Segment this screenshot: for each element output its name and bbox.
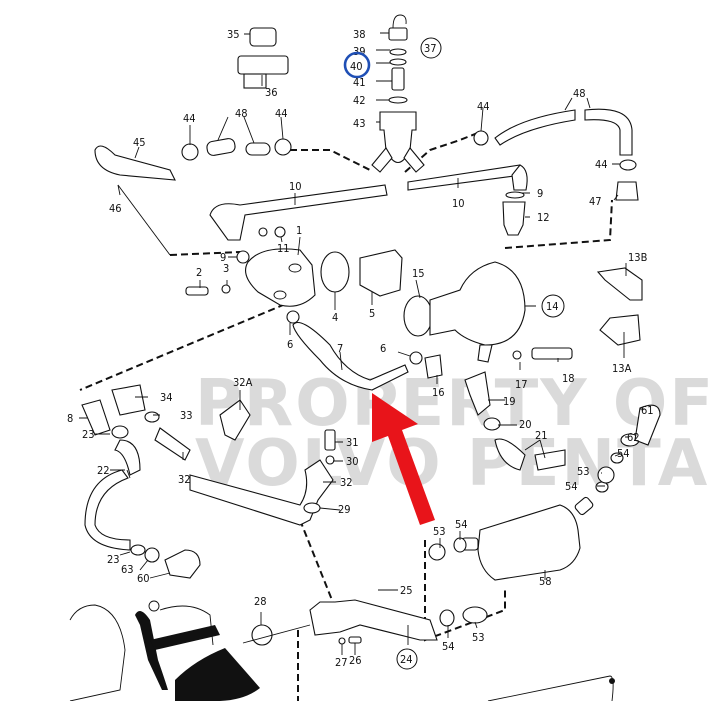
callout-38[interactable]: 38 [353, 28, 366, 41]
callout-23-b[interactable]: 23 [107, 553, 120, 566]
callout-54-a[interactable]: 54 [455, 518, 468, 531]
callout-48-a[interactable]: 48 [235, 107, 248, 120]
callout-58[interactable]: 58 [539, 575, 552, 588]
highlight-circle-40 [343, 51, 371, 79]
callout-21[interactable]: 21 [535, 429, 548, 442]
callout-7[interactable]: 7 [337, 342, 343, 355]
callout-13A[interactable]: 13A [612, 362, 632, 375]
lower-left-hoses [81, 384, 201, 579]
callout-44-c[interactable]: 44 [477, 100, 490, 113]
callout-48-b[interactable]: 48 [573, 87, 586, 100]
manifold-32 [189, 399, 336, 526]
callout-10-b[interactable]: 10 [452, 197, 465, 210]
callout-1[interactable]: 1 [296, 224, 302, 237]
callout-10-a[interactable]: 10 [289, 180, 302, 193]
callout-40[interactable]: 40 [350, 60, 363, 73]
tail-tube [487, 675, 615, 701]
callout-36[interactable]: 36 [265, 86, 278, 99]
callout-14[interactable]: 14 [546, 300, 559, 313]
callout-45[interactable]: 45 [133, 136, 146, 149]
callout-16[interactable]: 16 [432, 386, 445, 399]
circle-37 [420, 37, 442, 59]
callout-31[interactable]: 31 [346, 436, 359, 449]
callout-44-b[interactable]: 44 [275, 107, 288, 120]
muffler-58 [428, 404, 661, 581]
callout-35[interactable]: 35 [227, 28, 240, 41]
callout-25[interactable]: 25 [400, 584, 413, 597]
callout-6-a[interactable]: 6 [287, 338, 293, 351]
callout-60[interactable]: 60 [137, 572, 150, 585]
watermark-line1: PROPERTY OF [195, 367, 714, 441]
callout-13B[interactable]: 13B [628, 251, 648, 264]
callout-4[interactable]: 4 [332, 311, 338, 324]
callout-24[interactable]: 24 [400, 653, 413, 666]
callout-19[interactable]: 19 [503, 395, 516, 408]
callout-54-d[interactable]: 54 [565, 480, 578, 493]
callout-37[interactable]: 37 [424, 42, 437, 55]
callout-9-a[interactable]: 9 [220, 251, 226, 264]
callout-26[interactable]: 26 [349, 654, 362, 667]
part-35-36-tee [237, 27, 289, 89]
callout-23-a[interactable]: 23 [82, 428, 95, 441]
callout-34[interactable]: 34 [160, 391, 173, 404]
callout-54-c[interactable]: 54 [617, 447, 630, 460]
callout-17[interactable]: 17 [515, 378, 528, 391]
engine-silhouette [69, 600, 260, 701]
callout-28[interactable]: 28 [254, 595, 267, 608]
exhaust-elbow-24 [242, 599, 488, 646]
callout-44-a[interactable]: 44 [183, 112, 196, 125]
callout-30[interactable]: 30 [346, 455, 359, 468]
callout-9-b[interactable]: 9 [537, 187, 543, 200]
callout-5[interactable]: 5 [369, 307, 375, 320]
callout-62[interactable]: 62 [627, 431, 640, 444]
callout-2[interactable]: 2 [196, 266, 202, 279]
callout-53-a[interactable]: 53 [433, 525, 446, 538]
callout-41[interactable]: 41 [353, 76, 366, 89]
circle-14 [541, 294, 565, 318]
callout-42[interactable]: 42 [353, 94, 366, 107]
leader-lines [79, 32, 645, 655]
hose-7 [292, 321, 443, 391]
part-38-43-stack [371, 14, 425, 173]
brackets-13 [596, 267, 643, 346]
callout-44-d[interactable]: 44 [595, 158, 608, 171]
circle-24 [396, 648, 418, 670]
callout-15[interactable]: 15 [412, 267, 425, 280]
callout-29[interactable]: 29 [338, 503, 351, 516]
pump-14 [403, 261, 573, 363]
callout-labels: 35 36 38 39 40 41 42 43 37 44 48 44 45 4… [67, 28, 654, 670]
part-12 [502, 191, 526, 236]
callout-11[interactable]: 11 [277, 242, 290, 255]
callout-61[interactable]: 61 [641, 404, 654, 417]
elbow-19-21 [464, 371, 566, 471]
callout-6-b[interactable]: 6 [380, 342, 386, 355]
arrow-icon [372, 393, 435, 525]
pipe-10 [209, 164, 528, 241]
red-arrow [372, 393, 435, 525]
hoses-top [94, 108, 639, 201]
callout-20[interactable]: 20 [519, 418, 532, 431]
callout-32-a[interactable]: 32 [178, 473, 191, 486]
callout-32-b[interactable]: 32 [340, 476, 353, 489]
callout-47[interactable]: 47 [589, 195, 602, 208]
callout-53-c[interactable]: 53 [472, 631, 485, 644]
callout-54-b[interactable]: 54 [442, 640, 455, 653]
callout-12[interactable]: 12 [537, 211, 550, 224]
callout-46[interactable]: 46 [109, 202, 122, 215]
thermostat-4-5 [320, 249, 403, 297]
callout-27[interactable]: 27 [335, 656, 348, 669]
callout-22[interactable]: 22 [97, 464, 110, 477]
callout-8[interactable]: 8 [67, 412, 73, 425]
callout-33[interactable]: 33 [180, 409, 193, 422]
callout-63[interactable]: 63 [121, 563, 134, 576]
callout-18[interactable]: 18 [562, 372, 575, 385]
callout-43[interactable]: 43 [353, 117, 366, 130]
housing-1 [185, 226, 316, 324]
callout-53-b[interactable]: 53 [577, 465, 590, 478]
callout-3[interactable]: 3 [223, 262, 229, 275]
callout-32A[interactable]: 32A [233, 376, 253, 389]
